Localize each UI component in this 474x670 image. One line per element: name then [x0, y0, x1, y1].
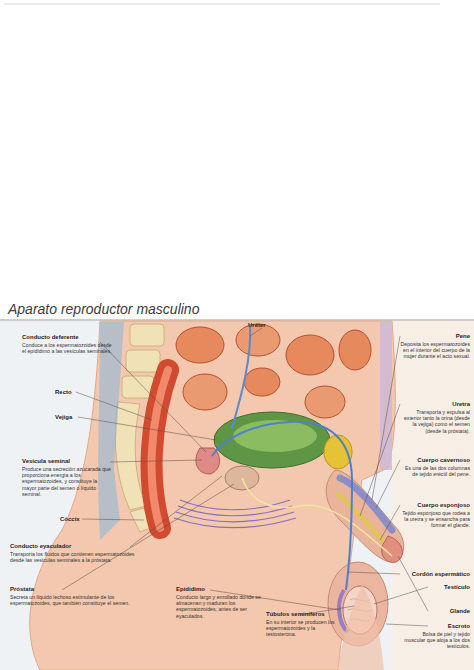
abdominal-wall	[380, 321, 392, 470]
part-description: Secreta un líquido lechoso estimulante d…	[10, 594, 135, 606]
intestines	[176, 324, 371, 418]
penis	[326, 470, 403, 562]
part-description: Conduce a los espermatozoides desde el e…	[22, 342, 117, 354]
ureter	[232, 324, 250, 428]
part-name: Escroto	[428, 623, 470, 630]
part-description: Deposita los espermatozoides en el inter…	[400, 341, 470, 360]
part-description: Conducto largo y enrollado donde se alma…	[176, 594, 266, 619]
part-description: En su interior se producen los espermato…	[266, 619, 346, 638]
part-name: Pene	[400, 333, 470, 340]
page-rule	[4, 4, 440, 5]
part-name: Testículo	[428, 584, 470, 591]
part-name: Vesícula seminal	[22, 458, 112, 465]
part-description: Es una de las dos columnas de tejido eré…	[400, 465, 470, 477]
thigh	[338, 585, 384, 670]
part-name: Uretra	[400, 401, 470, 408]
title-rule	[0, 320, 474, 321]
part-name: Cuerpo cavernoso	[400, 457, 470, 464]
part-name: Cuerpo esponjoso	[400, 502, 470, 509]
bladder	[214, 412, 330, 468]
panel-background	[0, 321, 474, 670]
right-column	[392, 321, 474, 670]
part-name: Vejiga	[55, 414, 95, 421]
bladder-inner	[233, 420, 317, 452]
part-name: Próstata	[10, 586, 135, 593]
epididymis	[339, 590, 348, 632]
part-name: Recto	[55, 389, 95, 396]
part-name: Glande	[428, 608, 470, 615]
diagram-title: Aparato reproductor masculino	[8, 301, 199, 317]
part-name: Túbulos seminíferos	[266, 611, 346, 618]
rectum	[152, 370, 168, 528]
pelvic-muscles	[174, 500, 296, 528]
body-silhouette	[30, 321, 396, 670]
part-name: Uréter	[248, 322, 288, 329]
rectum-lumen	[152, 370, 168, 528]
part-description: Tejido esponjoso que rodea a la uretra y…	[400, 510, 470, 529]
vas-deferens	[212, 422, 352, 590]
part-name: Cordón espermático	[392, 571, 470, 578]
leader-lines	[62, 328, 428, 626]
part-name: Conducto eyaculador	[10, 543, 135, 550]
back-tissue	[98, 322, 124, 540]
part-name: Cóccix	[60, 516, 100, 523]
part-description: Bolsa de piel y tejido muscular que aloj…	[400, 631, 470, 650]
part-name: Epidídimo	[176, 586, 266, 593]
part-description: Transporta y expulsa al exterior tanto l…	[400, 409, 470, 434]
corpus-spongiosum	[338, 494, 388, 546]
part-name: Conducto deferente	[22, 334, 117, 341]
part-description: Transporta los fluidos que contienen esp…	[10, 551, 135, 563]
part-description: Produce una secreción azucarada que prop…	[22, 466, 112, 497]
